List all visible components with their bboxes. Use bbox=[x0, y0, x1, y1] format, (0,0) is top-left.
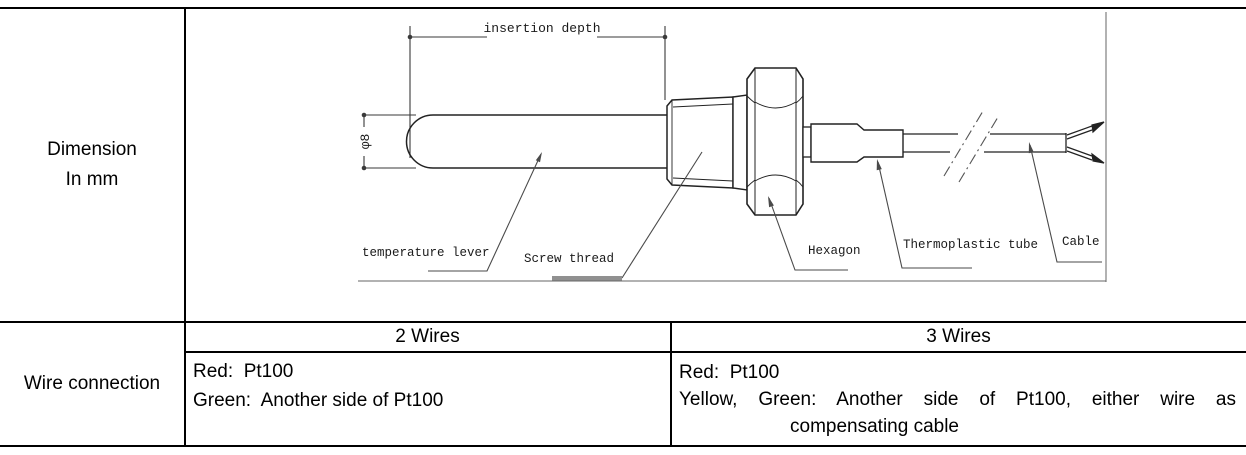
two-wires-line1: Red: Pt100 bbox=[193, 361, 294, 382]
three-wires-line1: Red: Pt100 bbox=[679, 362, 780, 383]
table-row-divider bbox=[0, 321, 1246, 323]
thermoplastic-tube bbox=[810, 123, 904, 163]
dimension-row-label: Dimension In mm bbox=[0, 8, 184, 321]
hexagon-leader bbox=[768, 197, 848, 271]
thermoplastic-tube-label: Thermoplastic tube bbox=[903, 238, 1038, 252]
temperature-lever-arrow bbox=[535, 152, 542, 163]
hexagon-label: Hexagon bbox=[808, 244, 861, 258]
drawing-frame bbox=[358, 12, 1107, 282]
temperature-lever-label: temperature lever bbox=[362, 246, 490, 260]
dimension-label-line1: Dimension bbox=[47, 138, 137, 160]
three-wires-line3: compensating cable bbox=[790, 416, 959, 437]
two-wires-cell: Red: Pt100 Green: Another side of Pt100 bbox=[193, 352, 663, 415]
table-top-border bbox=[0, 7, 1246, 9]
screw-thread-label: Screw thread bbox=[524, 252, 614, 266]
three-wires-line2: Yellow, Green: Another side of Pt100, ei… bbox=[679, 389, 1236, 410]
wires-column-divider bbox=[670, 321, 672, 447]
insertion-depth-label: insertion depth bbox=[483, 21, 600, 36]
label-column-divider bbox=[184, 7, 186, 447]
cable-lines bbox=[903, 133, 1067, 153]
washer-band bbox=[732, 94, 748, 191]
dimension-label-line2: In mm bbox=[65, 168, 119, 190]
three-wires-header: 3 Wires bbox=[926, 325, 991, 347]
wire-connection-row-label: Wire connection bbox=[23, 372, 161, 394]
leader-lines bbox=[428, 142, 1102, 279]
screw-thread-highlight-bar bbox=[552, 276, 622, 281]
hex-nut bbox=[746, 67, 804, 216]
three-wires-cell: Red: Pt100 Yellow, Green: Another side o… bbox=[679, 352, 1236, 440]
probe-outline bbox=[405, 114, 667, 169]
two-wires-header: 2 Wires bbox=[395, 325, 460, 347]
cable-label: Cable bbox=[1062, 235, 1100, 249]
temperature-lever-leader bbox=[428, 153, 542, 272]
thermoplastic-tube-arrow bbox=[876, 159, 882, 171]
cable-break-marks bbox=[943, 110, 999, 183]
collar bbox=[802, 126, 812, 158]
cable-arrow bbox=[1028, 142, 1034, 154]
two-wires-line2: Green: Another side of Pt100 bbox=[193, 390, 444, 411]
table-bottom-border bbox=[0, 445, 1246, 447]
diameter-dimension bbox=[361, 112, 416, 171]
screw-thread-leader bbox=[621, 151, 703, 279]
thermoplastic-tube-leader bbox=[877, 161, 972, 269]
hexagon-arrow bbox=[768, 196, 774, 208]
wire-fork bbox=[1066, 121, 1105, 164]
diameter-label: φ8 bbox=[358, 134, 373, 150]
cable-leader bbox=[1029, 144, 1102, 263]
screw-fitting bbox=[666, 96, 734, 189]
insertion-depth-dimension bbox=[407, 26, 668, 158]
wires-header-divider bbox=[185, 351, 1246, 353]
